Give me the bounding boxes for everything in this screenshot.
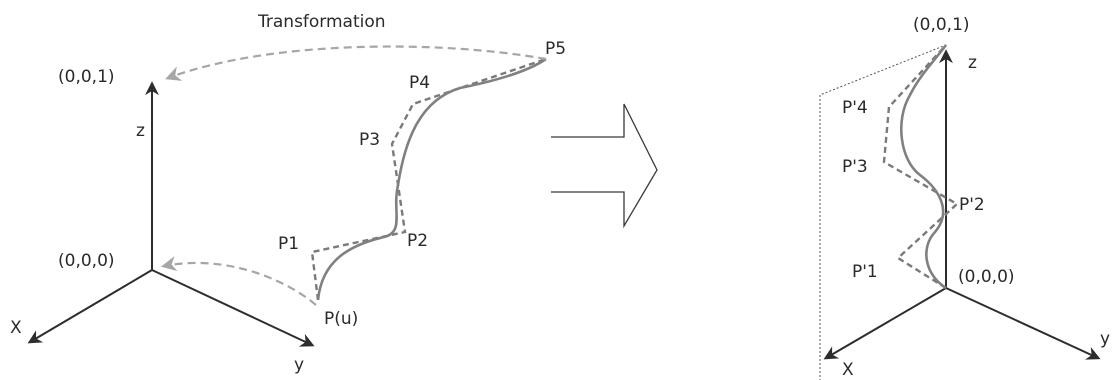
right-curve bbox=[899, 44, 948, 290]
right-y-axis-label: y bbox=[1100, 329, 1110, 349]
left-origin-label: (0,0,0) bbox=[58, 251, 115, 271]
right-figure: (0,0,1) z (0,0,0) X y P'1 P'2 P'3 P'4 bbox=[819, 15, 1110, 380]
left-top-point-label: (0,0,1) bbox=[58, 67, 115, 87]
left-curve bbox=[316, 57, 547, 301]
left-y-axis bbox=[151, 269, 315, 347]
diagram-title: Transformation bbox=[257, 12, 386, 32]
right-z-axis-label: z bbox=[968, 53, 977, 73]
point-label-p5: P5 bbox=[545, 39, 566, 59]
right-plane-outline bbox=[819, 44, 947, 380]
point-label-p-prime-4: P'4 bbox=[842, 98, 868, 118]
left-x-axis-label: X bbox=[10, 318, 22, 338]
transformation-direction-arrow bbox=[551, 103, 658, 229]
transformation-arrow-bottom bbox=[160, 256, 317, 306]
left-figure: Transformation (0,0,1) (0,0,0) z X y P1 … bbox=[10, 12, 566, 375]
curve-start-label: P(u) bbox=[324, 309, 358, 329]
right-x-axis-label: X bbox=[842, 360, 854, 380]
point-label-p1: P1 bbox=[278, 234, 299, 254]
point-label-p2: P2 bbox=[407, 231, 428, 251]
point-label-p-prime-1: P'1 bbox=[852, 262, 878, 282]
right-origin-label: (0,0,0) bbox=[958, 267, 1015, 287]
left-x-axis bbox=[27, 269, 153, 344]
right-top-point-label: (0,0,1) bbox=[913, 15, 970, 35]
transformation-arrow-top bbox=[165, 45, 547, 81]
left-control-polygon bbox=[310, 57, 547, 301]
point-label-p-prime-2: P'2 bbox=[959, 195, 985, 215]
left-z-axis-label: z bbox=[136, 121, 145, 141]
right-y-axis bbox=[945, 287, 1101, 360]
point-label-p-prime-3: P'3 bbox=[842, 157, 868, 177]
right-control-polygon bbox=[882, 44, 960, 290]
left-y-axis-label: y bbox=[294, 355, 304, 375]
point-label-p3: P3 bbox=[359, 130, 380, 150]
point-label-p4: P4 bbox=[409, 73, 430, 93]
right-x-axis bbox=[823, 287, 947, 360]
